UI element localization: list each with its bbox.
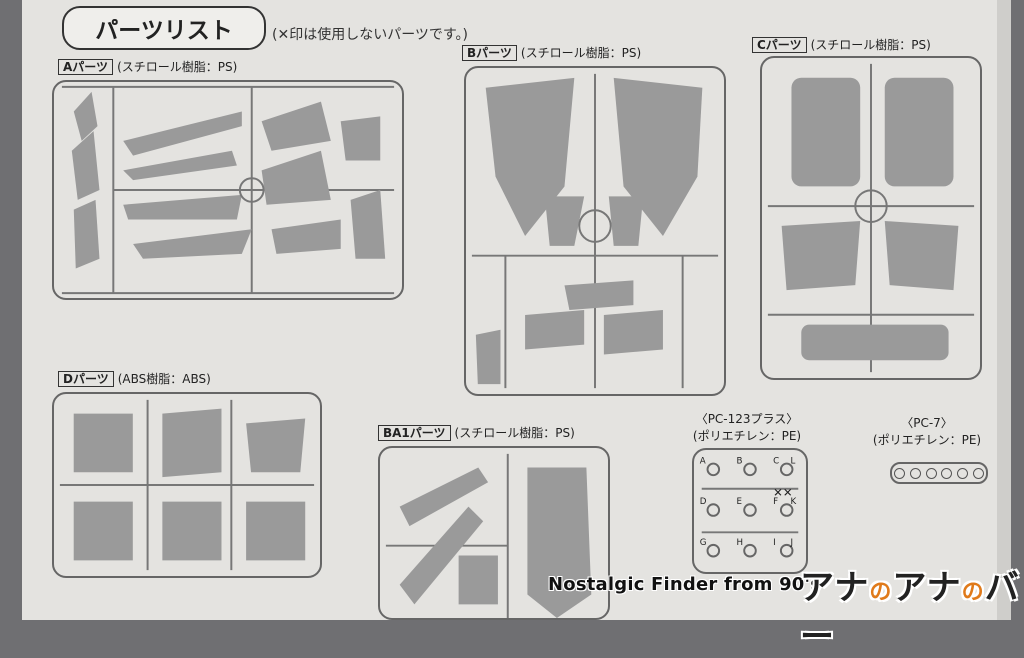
pc7-material: (ポリエチレン：PE): [872, 433, 982, 447]
pc123-letter-D: D: [700, 497, 707, 507]
sprue-d: [52, 392, 322, 578]
parts-list-title: パーツリスト: [62, 6, 266, 50]
pc123-letter-I: I: [773, 538, 776, 548]
logo-part-b: アナ: [892, 568, 962, 608]
group-c-material: (スチロール樹脂：PS): [810, 38, 931, 52]
pc123-material: (ポリエチレン：PE): [692, 429, 802, 443]
group-b-material: (スチロール樹脂：PS): [520, 46, 642, 60]
pc7-joint: [909, 467, 921, 479]
group-a-material: (スチロール樹脂：PS): [117, 60, 238, 74]
group-ba1-material: (スチロール樹脂：PS): [454, 426, 575, 440]
pc7-joint: [972, 467, 984, 479]
pc7-joint: [941, 467, 953, 479]
pc123-letter-A: A: [700, 457, 706, 467]
pc123-letter-F: F: [773, 497, 778, 507]
pc7-label: 〈PC-7〉 (ポリエチレン：PE): [852, 414, 1002, 448]
pc123-letter-H: H: [736, 538, 743, 548]
pc123-letter-L: L: [791, 457, 796, 467]
logo-part-o: の: [869, 580, 893, 605]
group-b-tag: Bパーツ: [462, 45, 517, 61]
pc123-letter-C: C: [773, 457, 779, 467]
instruction-page: パーツリスト (✕印は使用しないパーツです。) Aパーツ(スチロール樹脂：PS): [22, 0, 1011, 620]
sprue-c: [760, 56, 982, 380]
group-c-tag: Cパーツ: [752, 37, 807, 53]
pc123-name: 〈PC-123プラス〉: [695, 412, 799, 426]
sprue-pc7: [890, 462, 988, 484]
group-d-label: Dパーツ(ABS樹脂：ABS): [58, 370, 211, 387]
watermark-caption: Nostalgic Finder from 90's: [548, 574, 822, 595]
sprue-ba1: [378, 446, 610, 620]
pc7-name: 〈PC-7〉: [901, 416, 953, 430]
group-a-tag: Aパーツ: [58, 59, 114, 75]
pc7-joint: [925, 467, 937, 479]
sprue-pc123: ✕✕ A B C D E F G H I J K L: [692, 448, 808, 574]
unused-parts-note: (✕印は使用しないパーツです。): [272, 27, 468, 43]
pc123-letter-B: B: [736, 457, 742, 467]
pc123-label: 〈PC-123プラス〉 (ポリエチレン：PE): [672, 410, 822, 444]
group-ba1-label: BA1パーツ(スチロール樹脂：PS): [378, 424, 575, 441]
pc123-letter-J: J: [790, 538, 794, 548]
pc123-letter-G: G: [700, 538, 707, 548]
svg-text:✕✕: ✕✕: [773, 485, 792, 499]
pc7-joint: [894, 467, 906, 479]
sprue-a: [52, 80, 404, 300]
logo-part-a: アナ: [800, 568, 870, 608]
pc7-joint: [956, 467, 968, 479]
group-d-material: (ABS樹脂：ABS): [117, 372, 211, 386]
pc123-letter-E: E: [736, 497, 741, 507]
group-c-label: Cパーツ(スチロール樹脂：PS): [752, 36, 931, 53]
group-a-label: Aパーツ(スチロール樹脂：PS): [58, 58, 237, 75]
sprue-b: [464, 66, 726, 396]
group-d-tag: Dパーツ: [58, 371, 114, 387]
watermark-logo: アナのアナのバー: [800, 560, 1024, 658]
group-b-label: Bパーツ(スチロール樹脂：PS): [462, 44, 641, 61]
pc123-letter-K: K: [791, 497, 797, 507]
group-ba1-tag: BA1パーツ: [378, 425, 451, 441]
logo-part-o2: の: [961, 580, 985, 605]
